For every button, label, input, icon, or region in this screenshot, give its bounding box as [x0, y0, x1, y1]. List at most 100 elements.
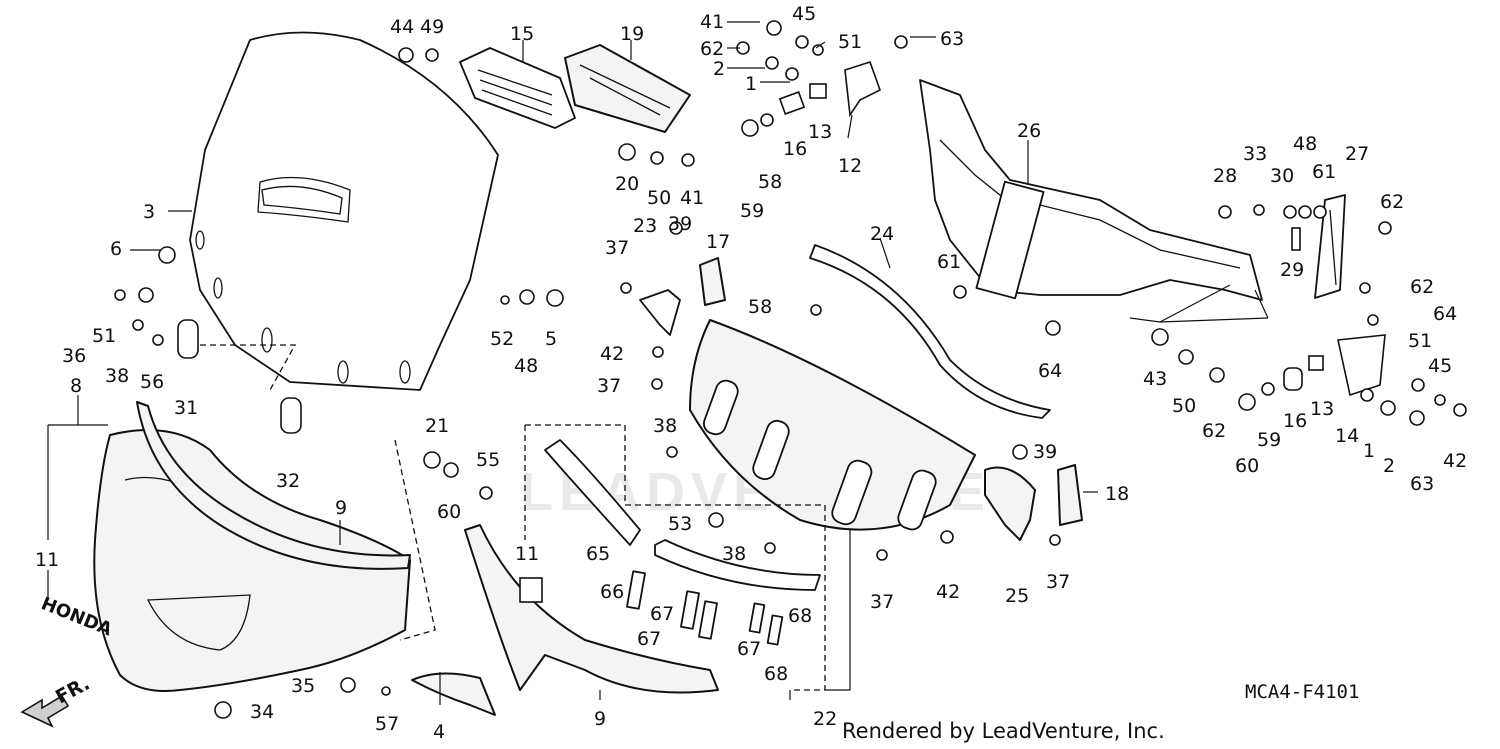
callout-59b: 60 — [1235, 455, 1259, 477]
callout-5: 5 — [545, 328, 557, 350]
callout-67a: 66 — [600, 581, 624, 603]
callout-58: 58 — [758, 171, 782, 193]
callout-16: 16 — [783, 138, 807, 160]
callout-62b: 62 — [1380, 191, 1404, 213]
callout-55: 56 — [140, 371, 164, 393]
callout-39: 39 — [668, 213, 692, 235]
callout-60: 60 — [437, 501, 461, 523]
callout-45b: 45 — [1428, 355, 1452, 377]
callout-19: 19 — [620, 23, 644, 45]
callout-65: 64 — [1038, 360, 1062, 382]
callout-43: 43 — [1143, 368, 1167, 390]
callout-40: 41 — [680, 187, 704, 209]
callout-42b: 42 — [936, 581, 960, 603]
callout-62d: 62 — [1202, 420, 1226, 442]
callout-37c: 37 — [870, 591, 894, 613]
seal-66-part — [544, 439, 641, 546]
air-vent-15-part — [459, 47, 576, 129]
callout-38c: 38 — [722, 543, 746, 565]
callout-59: 59 — [740, 200, 764, 222]
callout-54: 55 — [476, 449, 500, 471]
seal-strip-24-part — [809, 244, 1051, 419]
callout-22: 22 — [813, 708, 837, 730]
callout-35: 35 — [291, 675, 315, 697]
fastener-group — [114, 20, 1467, 719]
callout-37a: 37 — [605, 237, 629, 259]
callout-69: 68 — [788, 605, 812, 627]
callout-13b: 13 — [1310, 398, 1334, 420]
callout-33: 33 — [1243, 143, 1267, 165]
callout-57: 58 — [748, 296, 772, 318]
callout-42: 42 — [600, 343, 624, 365]
callout-1b: 1 — [1363, 440, 1375, 462]
callout-18: 18 — [1105, 483, 1129, 505]
callout-8: 9 — [335, 497, 347, 519]
callout-29: 29 — [1280, 259, 1304, 281]
callout-14: 14 — [1335, 425, 1359, 447]
callout-30: 30 — [1270, 165, 1294, 187]
callout-17: 17 — [706, 231, 730, 253]
callout-46: 48 — [1293, 133, 1317, 155]
callout-49: 51 — [92, 325, 116, 347]
callout-23: 23 — [633, 215, 657, 237]
callout-13: 13 — [808, 121, 832, 143]
callout-53: 53 — [668, 513, 692, 535]
bracket-17-part — [699, 257, 726, 306]
callout-28: 28 — [1213, 165, 1237, 187]
callout-7: 8 — [70, 375, 82, 397]
callout-27: 27 — [1345, 143, 1369, 165]
seal-pads-67-68 — [626, 570, 784, 646]
credit-text: Rendered by LeadVenture, Inc. — [842, 719, 1165, 743]
callout-9: 9 — [594, 708, 606, 730]
front-arrow: FR. — [20, 672, 93, 728]
callout-32: 32 — [276, 470, 300, 492]
callout-51: 51 — [838, 31, 862, 53]
callout-4: 4 — [433, 721, 445, 743]
leader-lines — [47, 21, 1269, 705]
callout-63: 62 — [700, 38, 724, 60]
callout-61: 61 — [1312, 161, 1336, 183]
callout-50: 50 — [1172, 395, 1196, 417]
callout-10: 11 — [35, 549, 59, 571]
callout-37d: 37 — [1046, 571, 1070, 593]
callout-52: 52 — [490, 328, 514, 350]
callout-21: 21 — [425, 415, 449, 437]
callout-45: 45 — [792, 3, 816, 25]
callout-20: 20 — [615, 173, 639, 195]
callout-39b: 39 — [1033, 441, 1057, 463]
callout-68b: 68 — [764, 663, 788, 685]
callout-44: 44 — [390, 16, 414, 38]
callout-25: 25 — [1005, 585, 1029, 607]
callout-51b: 51 — [1408, 330, 1432, 352]
callout-16b: 16 — [1283, 410, 1307, 432]
callout-38: 38 — [105, 365, 129, 387]
assembly-line-31 — [200, 344, 297, 391]
callout-58b: 59 — [1257, 429, 1281, 451]
side-cover-25-part — [984, 466, 1036, 541]
callout-63b: 63 — [1410, 473, 1434, 495]
callout-47: 48 — [514, 355, 538, 377]
callout-2: 2 — [713, 58, 725, 80]
callout-41b: 42 — [1443, 450, 1467, 472]
callout-3: 3 — [143, 201, 155, 223]
callout-64b: 64 — [1433, 303, 1457, 325]
callout-12: 12 — [838, 155, 862, 177]
bracket-23-part — [639, 289, 681, 336]
lower-panel-9-part — [464, 524, 719, 694]
callout-48b: 50 — [647, 187, 671, 209]
callout-56: 57 — [375, 713, 399, 735]
callout-24: 24 — [870, 223, 894, 245]
callout-41: 41 — [700, 11, 724, 33]
vent-cover-19-part — [564, 44, 691, 133]
assembly-line-22 — [525, 424, 826, 691]
callout-labels: 44 49 15 19 41 45 51 63 62 2 1 13 16 12 … — [35, 3, 1467, 743]
side-bracket-27-part — [1314, 194, 1346, 299]
callout-62c: 62 — [1410, 276, 1434, 298]
callout-48: 49 — [420, 16, 444, 38]
callout-67b: 67 — [650, 603, 674, 625]
seal-69-part — [654, 539, 821, 591]
assembly-line-8 — [394, 439, 436, 641]
inner-panel-22-part — [689, 319, 976, 531]
callout-1: 1 — [745, 73, 757, 95]
